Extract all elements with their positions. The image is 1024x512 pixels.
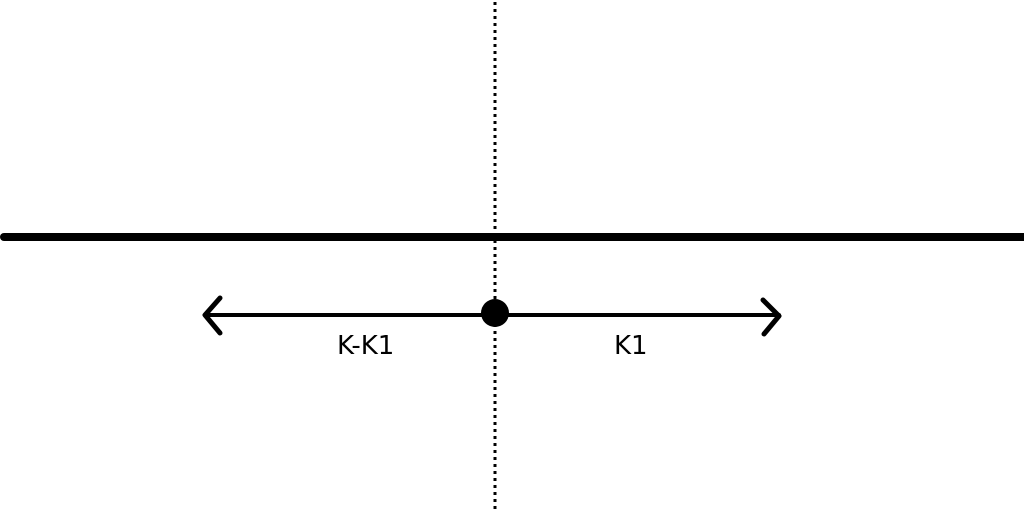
right-segment-label: K1 (614, 331, 648, 361)
left-segment-label: K-K1 (337, 331, 395, 361)
center-point (481, 299, 509, 327)
left-arrowhead (202, 295, 223, 336)
right-arrowhead (760, 297, 782, 337)
